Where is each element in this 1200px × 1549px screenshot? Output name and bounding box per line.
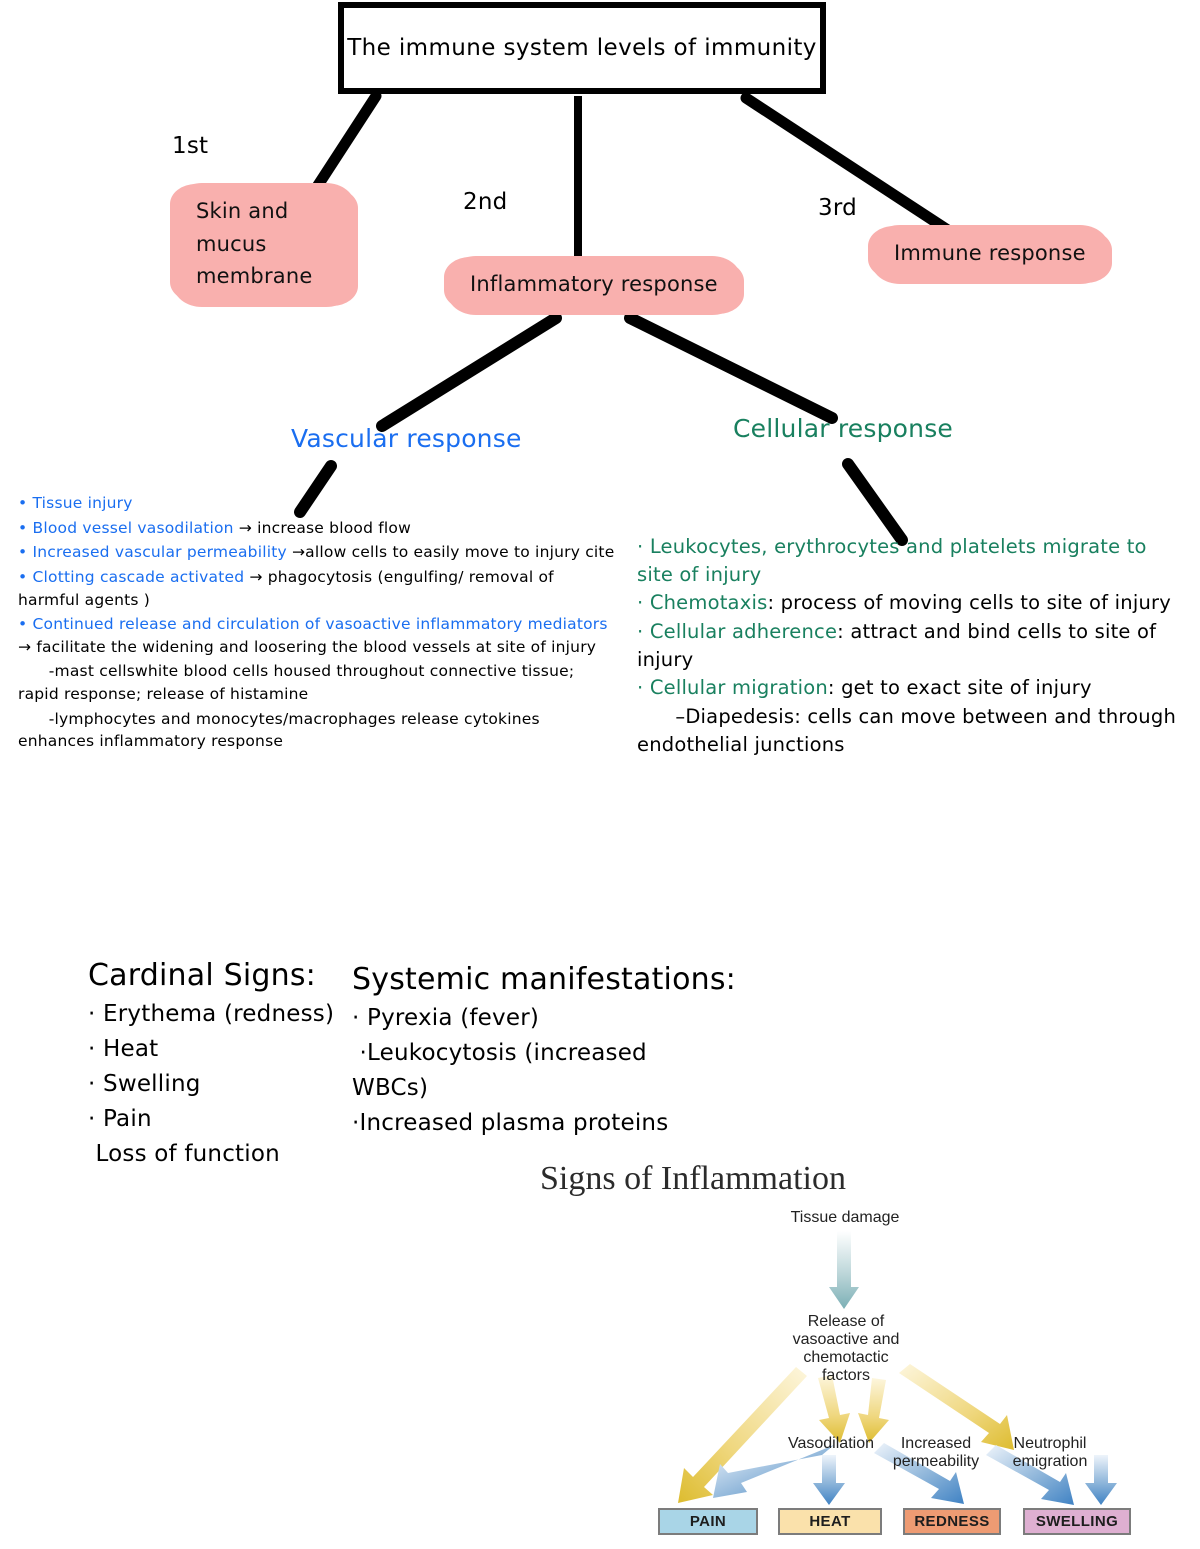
bullet-icon: • [18,615,28,634]
flow-label-release-of-factors: Release of vasoactive and chemotactic fa… [792,1313,900,1384]
arrow-neutrophil-vertical-to-swelling [1085,1455,1117,1505]
bullet-icon: · [637,676,644,700]
level-ordinal-1st: 1st [172,133,209,159]
bullet-icon: • [18,567,28,586]
note-rest: : attract and bind cells to site of inju… [637,620,1157,671]
arrow-tissue-damage-to-release [829,1231,859,1309]
note-line: -mast cellswhite blood cells housed thro… [18,660,618,705]
node-inflammatory-response: Inflammatory response [450,259,738,312]
note-line: • Blood vessel vasodilation → increase b… [18,517,618,540]
systemic-manifestations-title: Systemic manifestations: [352,962,736,997]
arrow-release-to-vasodilation [818,1375,850,1443]
bullet-icon: • [18,494,28,512]
list-item: · Swelling [88,1070,201,1097]
result-box-pain: PAIN [658,1508,758,1535]
note-rest: -lymphocytes and monocytes/macrophages r… [18,709,540,751]
node-label: Skin and mucus membrane [196,199,313,289]
node-label: Immune response [894,241,1086,265]
note-line: -lymphocytes and monocytes/macrophages r… [18,708,618,753]
cardinal-signs-title: Cardinal Signs: [88,958,316,993]
cardinal-signs-list: · Erythema (redness) · Heat · Swelling ·… [88,997,348,1172]
list-item: · Erythema (redness) [88,1001,335,1027]
note-line: • Increased vascular permeability →allow… [18,541,618,564]
note-rest: → increase blood flow [233,518,411,537]
flow-label-increased-permeability: Increased permeability [892,1435,980,1470]
node-immune-response: Immune response [874,228,1106,281]
result-box-heat: HEAT [778,1508,882,1535]
branch-heading-vascular-response: Vascular response [291,424,522,453]
list-item: ·Increased plasma proteins [352,1109,669,1136]
note-accent: Clotting cascade activated [32,567,245,586]
flow-label-vasodilation: Vasodilation [788,1435,874,1452]
result-label: PAIN [689,1513,727,1530]
bullet-icon: · [637,535,644,558]
note-accent: Chemotaxis [649,591,768,615]
note-line: · Leukocytes, erythrocytes and platelets… [637,533,1182,588]
note-accent: Cellular migration [649,676,828,700]
note-line: • Tissue injury [18,492,618,515]
arrow-vasodilation-to-heat [813,1455,845,1505]
systemic-manifestations-block: Systemic manifestations: · Pyrexia (feve… [352,962,736,1141]
node-skin-and-mucus-membrane: Skin and mucus membrane [176,186,352,304]
flow-arrows [678,1231,1117,1505]
list-item: · Heat [88,1035,159,1062]
flow-label-tissue-damage: Tissue damage [790,1209,900,1226]
result-box-swelling: SWELLING [1023,1508,1131,1535]
bullet-icon: • [18,518,28,537]
note-rest: : get to exact site of injury [827,676,1092,700]
note-line: –Diapedesis: cells can move between and … [637,703,1182,758]
flow-label-neutrophil-emigration: Neutrophil emigration [1012,1435,1088,1470]
signs-of-inflammation-heading: Signs of Inflammation [540,1160,846,1197]
note-line: • Continued release and circulation of v… [18,613,618,658]
result-box-redness: REDNESS [903,1508,1001,1535]
page-title: The immune system levels of immunity [347,35,817,61]
cardinal-signs-block: Cardinal Signs: · Erythema (redness) · H… [88,958,348,1172]
note-line: · Cellular migration: get to exact site … [637,674,1182,702]
arrow-permeability-to-redness [874,1443,964,1504]
bullet-icon: · [637,620,644,644]
note-accent: Blood vessel vasodilation [32,518,234,537]
note-rest: → phagocytosis (engulfing/ removal of ha… [18,567,554,609]
note-line: · Chemotaxis: process of moving cells to… [637,589,1182,617]
list-item: ·Leukocytosis (increased WBCs) [352,1039,647,1101]
note-rest: –Diapedesis: cells can move between and … [637,705,1177,756]
note-accent: Tissue injury [32,494,133,512]
list-item: · Pain [88,1105,152,1132]
level-ordinal-2nd: 2nd [463,189,508,215]
note-rest: → facilitate the widening and loosering … [18,637,597,656]
vascular-response-notes: • Tissue injury • Blood vessel vasodilat… [18,492,618,755]
node-label: Inflammatory response [470,272,718,296]
bullet-icon: • [18,543,28,562]
result-label: REDNESS [914,1513,990,1530]
arrow-release-to-pain [678,1367,807,1503]
arrow-neutrophil-to-swelling [986,1445,1074,1505]
note-accent: Increased vascular permeability [32,543,287,562]
note-rest: →allow cells to easily move to injury ci… [286,543,615,562]
level-ordinal-3rd: 3rd [818,195,857,221]
note-line: • Clotting cascade activated → phagocyto… [18,566,618,611]
note-rest: -mast cellswhite blood cells housed thro… [18,662,575,703]
cellular-response-notes: · Leukocytes, erythrocytes and platelets… [637,533,1182,760]
note-accent: Cellular adherence [649,620,838,644]
systemic-manifestations-list: · Pyrexia (fever) ·Leukocytosis (increas… [352,1001,722,1141]
signs-of-inflammation-flow-diagram: Tissue damage Release of vasoactive and … [600,1205,1200,1549]
note-line: · Cellular adherence: attract and bind c… [637,618,1182,673]
note-accent: Continued release and circulation of vas… [32,615,608,634]
arrow-release-to-increased-permeability [858,1378,889,1443]
bullet-icon: · [637,591,644,615]
note-rest: : process of moving cells to site of inj… [767,591,1171,615]
result-label: HEAT [809,1513,851,1530]
arrow-release-to-neutrophil-emigration [899,1364,1014,1450]
diagram-title-box: The immune system levels of immunity [338,2,826,94]
arrow-vasodilation-to-pain [713,1445,834,1498]
note-accent: Leukocytes, erythrocytes and platelets m… [637,535,1147,586]
list-item: · Pyrexia (fever) [352,1005,540,1031]
result-label: SWELLING [1035,1513,1119,1530]
branch-heading-cellular-response: Cellular response [733,414,954,443]
list-item: Loss of function [88,1140,280,1167]
